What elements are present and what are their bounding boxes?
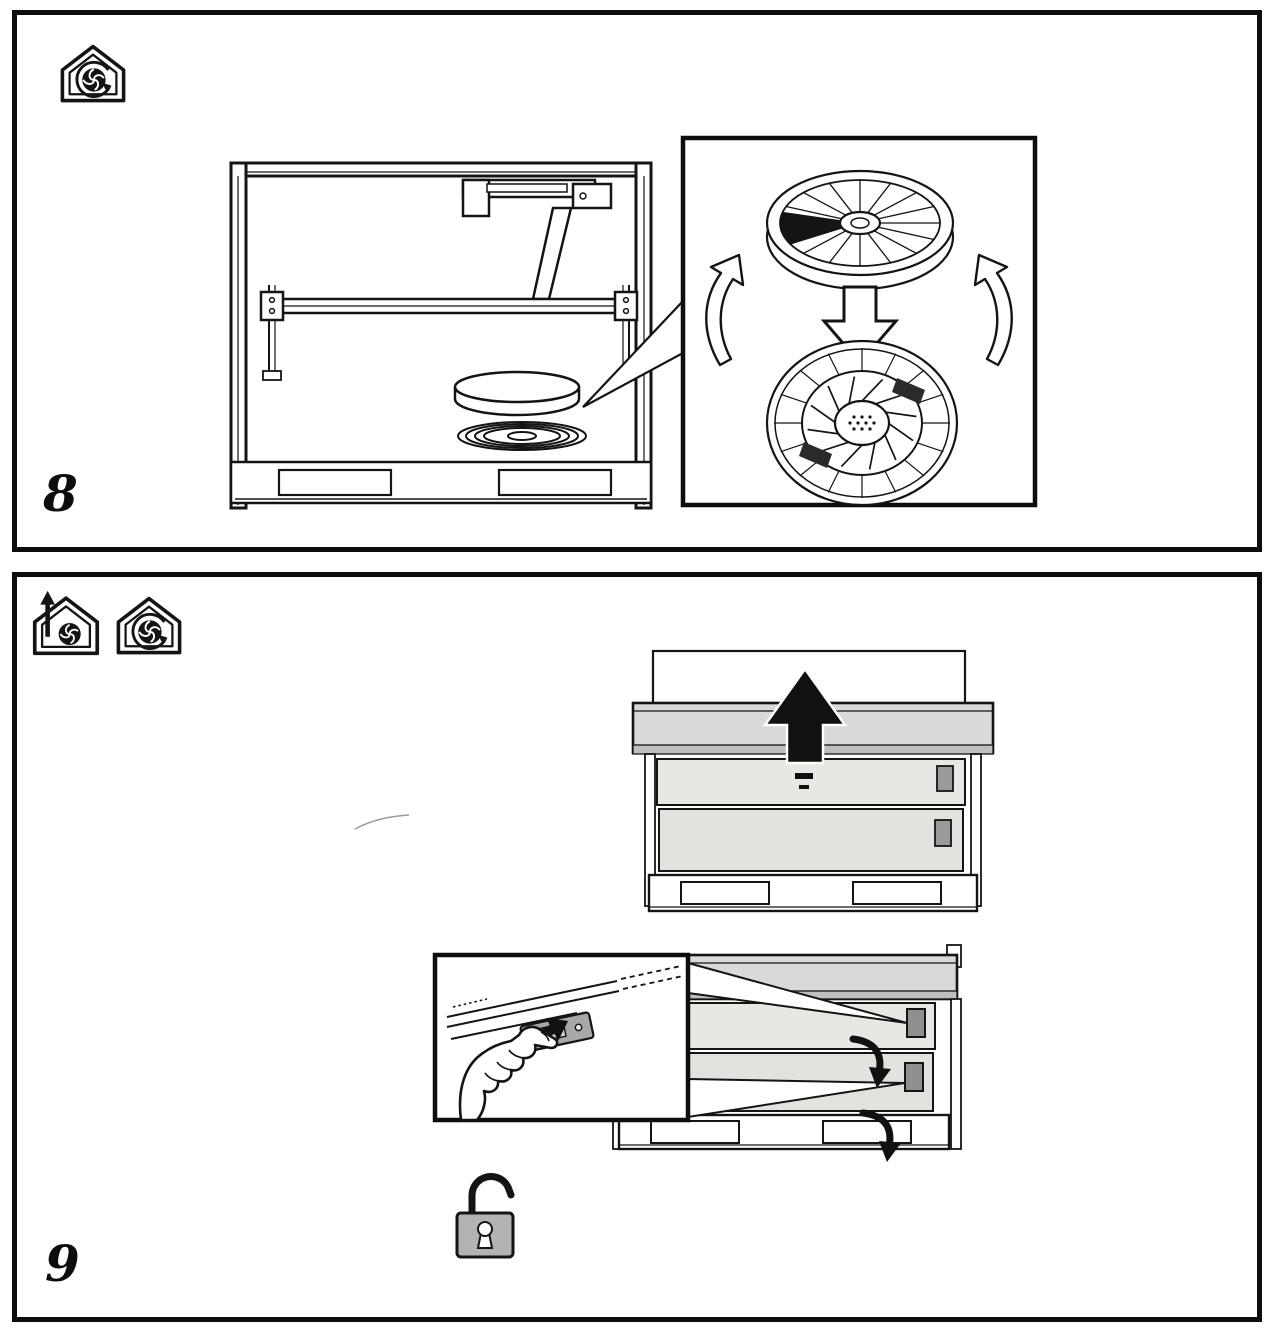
scan-mark bbox=[354, 814, 410, 830]
fan-housing-top-view bbox=[765, 339, 959, 507]
support-crossbar bbox=[259, 285, 639, 381]
filter-latch-upper bbox=[906, 1008, 926, 1038]
damper-mechanism bbox=[461, 178, 613, 301]
latch-press-detail-inset bbox=[432, 952, 691, 1123]
exhaust-mode-icon bbox=[35, 591, 97, 653]
grease-filter-panel-lower bbox=[658, 808, 964, 872]
figure-8-panel: 8 bbox=[12, 10, 1262, 552]
recirculation-mode-icon bbox=[60, 44, 126, 103]
push-up-arrow bbox=[762, 666, 848, 765]
filter-latch bbox=[936, 765, 954, 792]
recirculation-mode-icon bbox=[116, 596, 182, 655]
hood-cutaway-drawing bbox=[229, 161, 653, 510]
hand-pressing-clip bbox=[458, 1025, 559, 1122]
figure-8-label: 8 bbox=[42, 464, 78, 523]
rotate-right-arrow bbox=[973, 253, 1013, 367]
grease-filter-panel-upper bbox=[656, 758, 966, 806]
filter-edge-rails bbox=[446, 965, 684, 1040]
figure-9-panel: 9 bbox=[12, 572, 1262, 1322]
carbon-filter-top-view bbox=[765, 169, 955, 291]
latch-release-arrow-lower bbox=[859, 1109, 901, 1162]
fan-inlet bbox=[457, 421, 587, 451]
carbon-filter-cylinder bbox=[453, 370, 581, 417]
hood-slide-out-drawing bbox=[631, 649, 995, 913]
unlocked-padlock-icon bbox=[455, 1172, 515, 1259]
rotate-left-arrow bbox=[705, 253, 745, 367]
filter-latch-lower bbox=[904, 1062, 924, 1092]
hub-perforations bbox=[848, 415, 876, 431]
filter-latch bbox=[934, 819, 952, 847]
latch-release-arrow-upper bbox=[849, 1035, 891, 1088]
carbon-filter-detail-inset bbox=[680, 135, 1038, 508]
figure-9-label: 9 bbox=[45, 1234, 80, 1293]
grease-filter-front bbox=[229, 460, 653, 505]
